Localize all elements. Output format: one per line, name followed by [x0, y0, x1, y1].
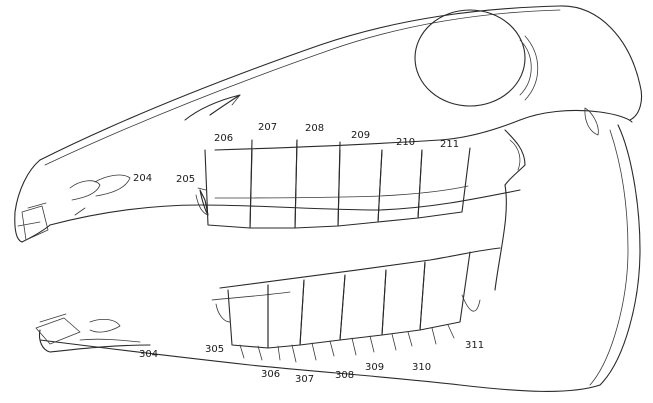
tooth-label-308: 308	[335, 370, 354, 381]
lower-cheek-teeth	[216, 252, 480, 362]
tooth-label-309: 309	[365, 362, 384, 373]
tooth-label-208: 208	[305, 123, 324, 134]
tooth-label-205: 205	[176, 174, 195, 185]
tooth-label-311: 311	[465, 340, 484, 351]
upper-skull-outline	[15, 6, 642, 242]
tooth-label-211: 211	[440, 139, 459, 150]
tooth-label-304: 304	[139, 349, 158, 360]
tooth-label-210: 210	[396, 137, 415, 148]
tooth-label-206: 206	[214, 133, 233, 144]
lower-tooth-labels: 304 305 306 307 308 309 310 311	[139, 340, 484, 385]
tooth-label-306: 306	[261, 369, 280, 380]
orbit-outline	[415, 10, 525, 106]
mandible-outline	[36, 125, 640, 391]
tooth-label-207: 207	[258, 122, 277, 133]
tooth-label-209: 209	[351, 130, 370, 141]
tooth-label-307: 307	[295, 374, 314, 385]
tooth-label-204: 204	[133, 173, 152, 184]
upper-cheek-teeth	[196, 140, 470, 228]
tooth-label-305: 305	[205, 344, 224, 355]
tooth-label-310: 310	[412, 362, 431, 373]
